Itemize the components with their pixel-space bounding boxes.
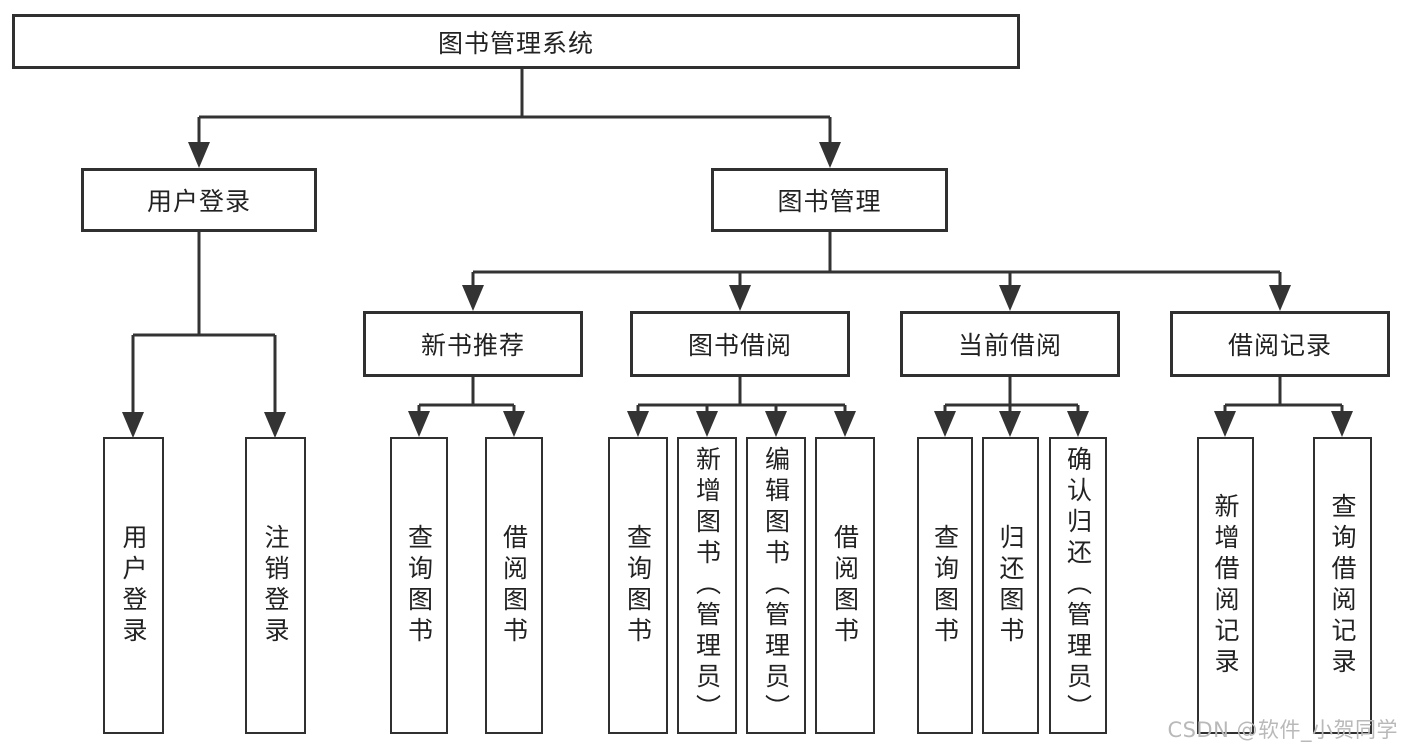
node-borrow-books-1: 借阅图书	[485, 437, 543, 734]
node-confirm-return-admin: 确认归还（管理员）	[1049, 437, 1107, 734]
node-new-book-recommend: 新书推荐	[363, 311, 583, 377]
csdn-watermark: CSDN @软件_小贺同学	[1167, 718, 1398, 742]
node-label: 确认归还（管理员）	[1063, 446, 1093, 725]
node-query-borrow-record: 查询借阅记录	[1313, 437, 1372, 734]
arrowheads	[122, 142, 1353, 438]
node-query-books-2: 查询图书	[608, 437, 668, 734]
node-query-books-3: 查询图书	[917, 437, 973, 734]
node-label: 归还图书	[996, 523, 1025, 648]
node-book-management: 图书管理	[711, 168, 948, 232]
node-library-system: 图书管理系统	[12, 14, 1020, 69]
node-current-borrow: 当前借阅	[900, 311, 1120, 377]
node-user-login-action: 用户登录	[103, 437, 164, 734]
node-label: 新增图书（管理员）	[692, 446, 722, 725]
node-logout: 注销登录	[245, 437, 306, 734]
node-label: 查询图书	[930, 523, 960, 648]
node-add-book-admin: 新增图书（管理员）	[677, 437, 737, 734]
node-label: 查询图书	[404, 523, 434, 648]
node-edit-book-admin: 编辑图书（管理员）	[746, 437, 806, 734]
node-user-login: 用户登录	[81, 168, 317, 232]
node-label: 编辑图书（管理员）	[761, 446, 791, 725]
node-label: 查询借阅记录	[1328, 492, 1357, 679]
node-return-book: 归还图书	[982, 437, 1039, 734]
node-book-borrow: 图书借阅	[630, 311, 850, 377]
node-label: 注销登录	[261, 523, 290, 648]
node-add-borrow-record: 新增借阅记录	[1197, 437, 1254, 734]
node-label: 查询图书	[623, 523, 653, 648]
node-label: 借阅图书	[830, 523, 860, 648]
node-label: 新增借阅记录	[1211, 492, 1240, 679]
node-label: 用户登录	[119, 523, 148, 648]
node-query-books-1: 查询图书	[390, 437, 448, 734]
node-borrow-records: 借阅记录	[1170, 311, 1390, 377]
node-label: 借阅图书	[499, 523, 529, 648]
node-borrow-books-2: 借阅图书	[815, 437, 875, 734]
